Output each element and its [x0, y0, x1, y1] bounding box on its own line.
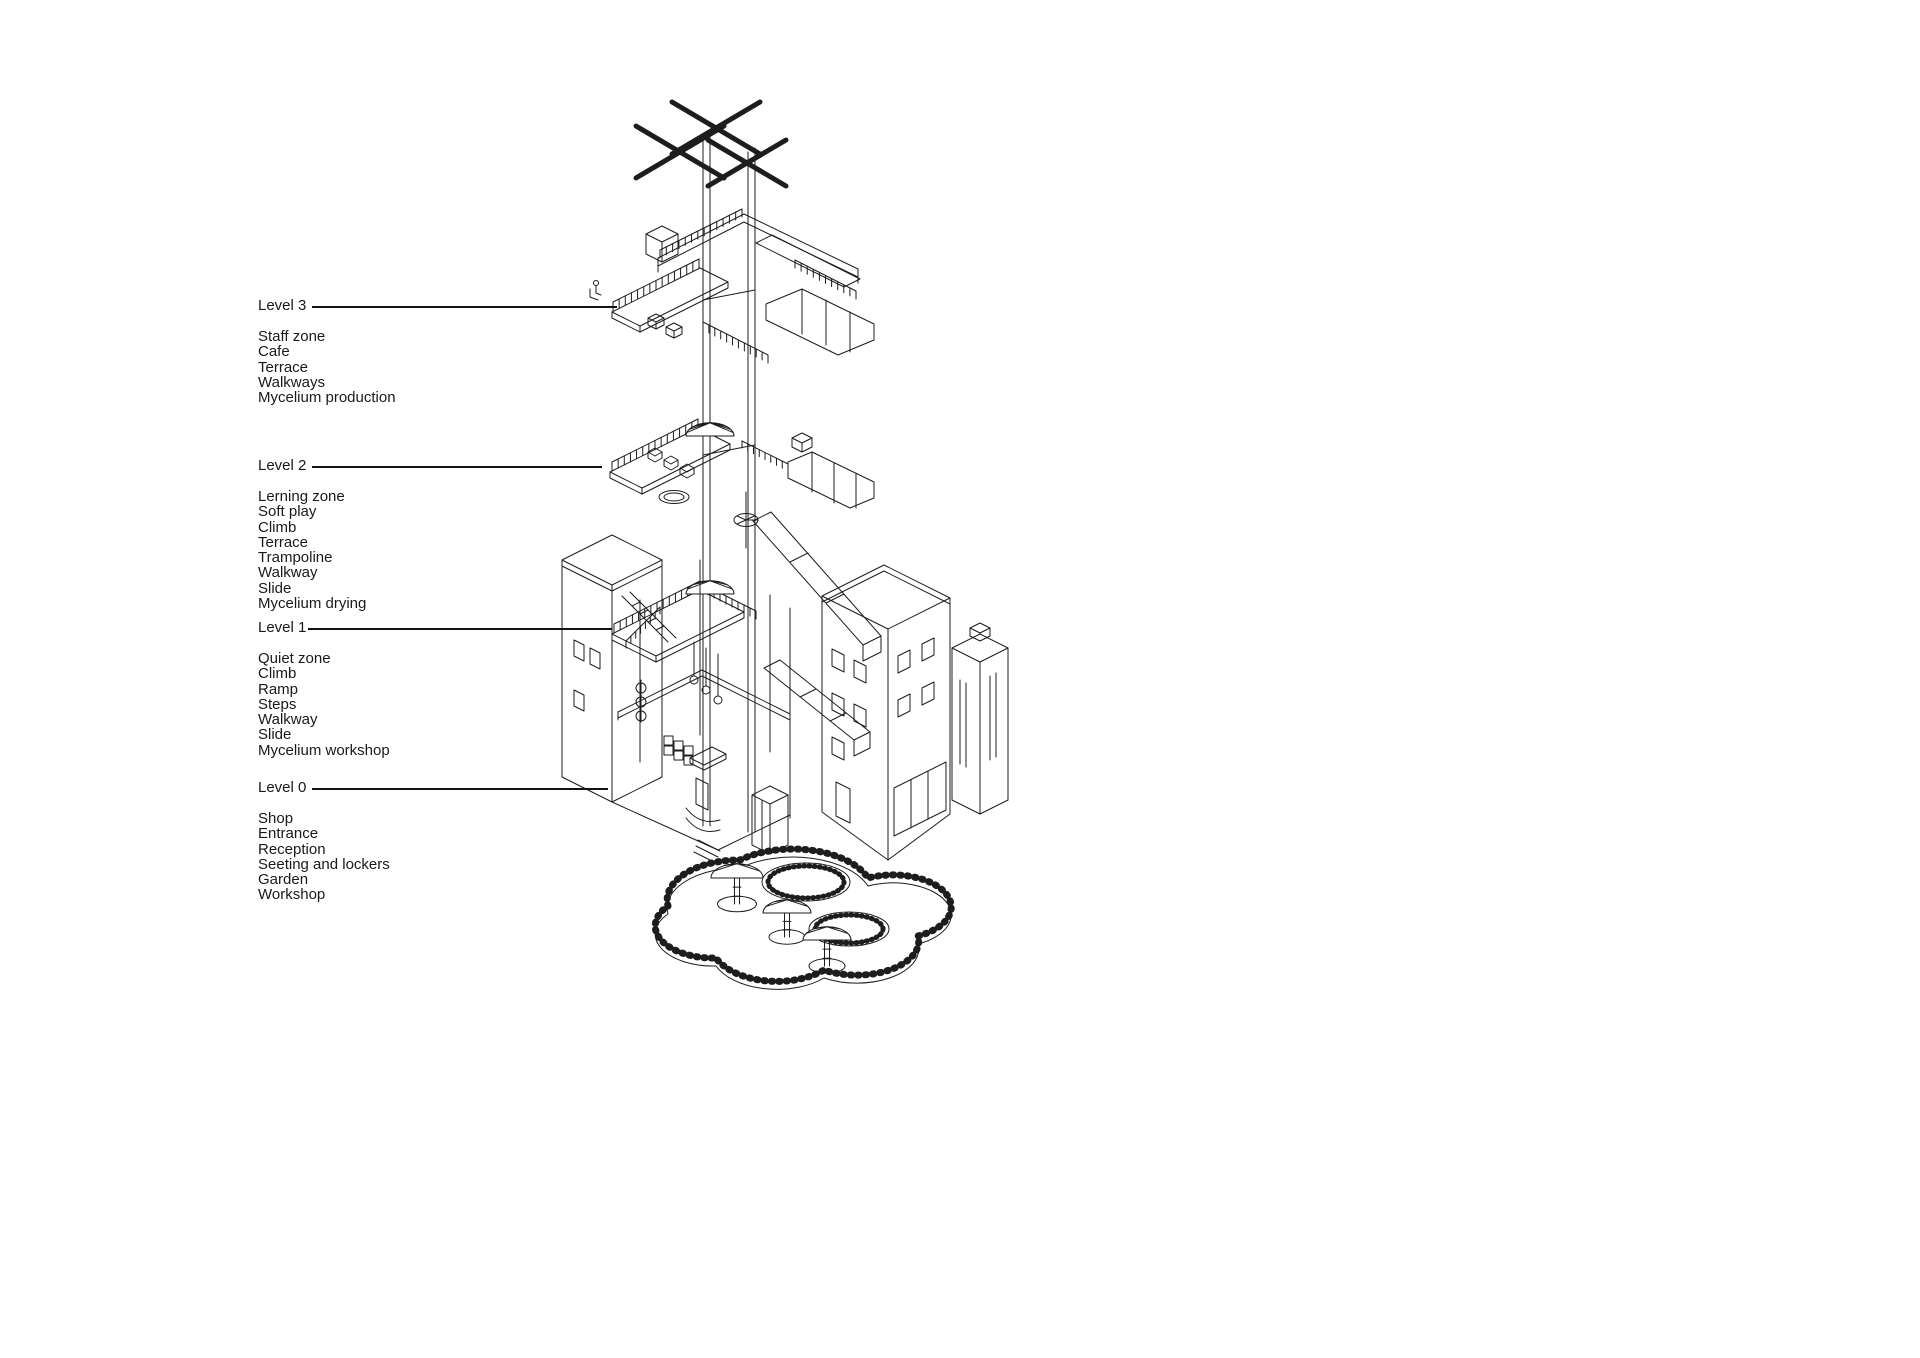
legend-item: Cafe [258, 343, 290, 361]
legend-item: Entrance [258, 825, 319, 843]
legend-item: Terrace [258, 358, 309, 376]
legend-item: Ramp [258, 680, 299, 698]
mast-canopy-mid [685, 580, 735, 595]
level1-assembly [611, 580, 791, 723]
right-building [821, 564, 951, 861]
legend-item: Lerning zone [258, 488, 345, 505]
legend-item: Walkways [258, 373, 325, 391]
legend-item: Slide [258, 579, 292, 597]
mast [702, 135, 756, 833]
level2-assembly [609, 418, 875, 549]
mast-canopy-upper [685, 422, 735, 437]
leader-line-level3 [312, 306, 617, 308]
legend-item: Staff zone [258, 328, 326, 345]
legend-item: Quiet zone [258, 650, 331, 667]
legend-item: Soft play [258, 503, 317, 521]
entrance-kiosk [751, 785, 789, 855]
legend-item: Mycelium workshop [258, 741, 390, 759]
level-label: Level 2 [258, 457, 307, 474]
legend-item: Trampoline [258, 549, 333, 567]
level3-assembly [589, 208, 875, 364]
legend-item: Workshop [258, 886, 326, 904]
legend-item: Steps [258, 695, 297, 713]
plaza-mushroom [802, 926, 852, 974]
legend-item: Garden [258, 871, 309, 889]
level-label: Level 1 [258, 619, 307, 636]
leader-line-level2 [312, 466, 602, 468]
legend-item: Climb [258, 665, 297, 683]
leader-line-level1 [308, 628, 612, 630]
legend-item: Walkway [258, 564, 318, 582]
slide-tubes [752, 511, 882, 757]
legend-item: Seeting and lockers [258, 855, 390, 873]
legend-item: Climb [258, 518, 297, 536]
annex-building [951, 622, 1009, 815]
legend-item: Mycelium production [258, 389, 396, 407]
legend-item: Walkway [258, 711, 318, 729]
plaza [651, 839, 955, 990]
interior-cutaway [611, 559, 791, 851]
legend-item: Reception [258, 840, 326, 858]
legend-item: Mycelium drying [258, 595, 367, 613]
plaza-mushroom [710, 863, 764, 913]
legend-item: Slide [258, 726, 292, 744]
level-label: Level 0 [258, 779, 307, 796]
level-label: Level 3 [258, 297, 307, 314]
legend-item: Terrace [258, 533, 309, 551]
mast-star-icon [633, 99, 789, 189]
legend-item: Shop [258, 810, 294, 827]
leader-line-level0 [312, 788, 608, 790]
left-tower [561, 534, 663, 803]
plaza-mushroom [762, 899, 812, 945]
